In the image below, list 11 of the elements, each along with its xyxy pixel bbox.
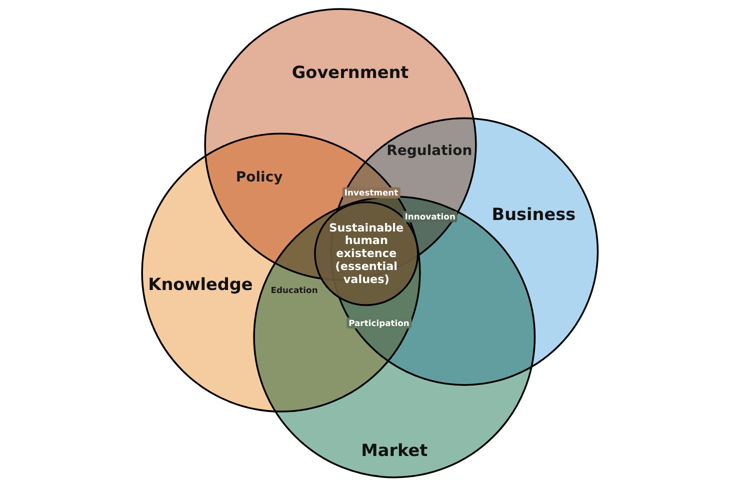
region-label: Policy (236, 168, 283, 186)
circle-title: Market (361, 441, 428, 461)
circle-title: Business (492, 206, 576, 225)
region-label: Education (270, 285, 318, 295)
circle-title: Knowledge (148, 276, 253, 295)
circle-title: Government (292, 63, 409, 83)
region-label: Regulation (386, 142, 472, 158)
center-text: Sustainable human existence (essential values) (328, 222, 405, 286)
region-label: Investment (342, 187, 400, 198)
region-label: Participation (346, 317, 412, 329)
region-label: Innovation (402, 211, 458, 222)
